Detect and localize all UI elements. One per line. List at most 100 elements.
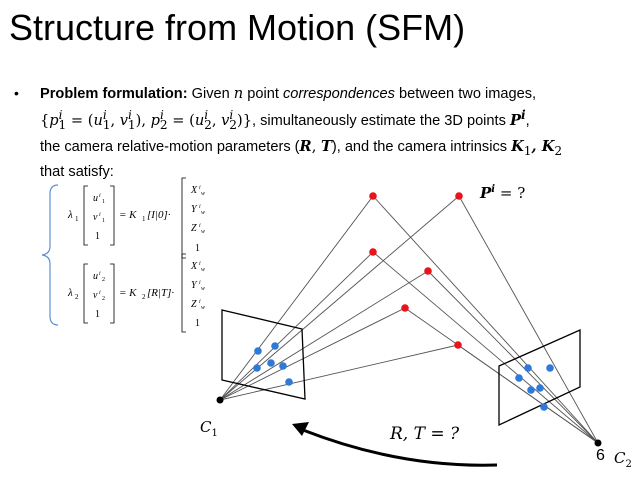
math-op: ,: [311, 137, 321, 155]
eq2-image-vector: [83, 263, 115, 324]
math-R: R: [299, 137, 312, 155]
ray-camera-2: [427, 270, 599, 444]
math-sup: i: [229, 108, 234, 122]
eq1-image-vector: [83, 185, 115, 246]
image-1-point: [271, 342, 279, 350]
ray-camera-1: [219, 251, 374, 401]
motion-label: R, T = ?: [390, 424, 460, 444]
ray-camera-1: [219, 270, 429, 401]
eq2-Z-sub: w: [201, 305, 205, 311]
eq1-one: 1: [95, 231, 100, 242]
text-line-3: the camera relative-motion parameters (R…: [40, 136, 632, 162]
camera-1-sub: 1: [211, 428, 218, 439]
image-2-point: [540, 403, 548, 411]
eq1-v-sub: 1: [102, 218, 105, 224]
ray-camera-2: [372, 195, 599, 444]
eq1-u-sup: i: [99, 193, 101, 199]
math-sup: i: [128, 108, 132, 122]
eq2-Z-sup: i: [199, 299, 201, 305]
eq2-Y: Y: [191, 280, 198, 291]
math-op: ,: [110, 111, 120, 129]
text-span: that satisfy:: [40, 163, 114, 180]
image-plane-1: [221, 309, 306, 400]
text-line-4: that satisfy:: [40, 162, 632, 183]
math-sub: 1: [523, 143, 532, 158]
projection-rays: [219, 195, 599, 444]
text-line-2: {pi1 = (ui1, vi1), pi2 = (ui2, vi2)}, si…: [40, 105, 632, 136]
math-sub: 1: [102, 117, 111, 132]
math-op: ): [237, 111, 243, 129]
math-sub: 2: [159, 117, 168, 132]
eq2-world-one: 1: [195, 318, 200, 329]
eq2-K-sub: 2: [142, 293, 146, 301]
eq1-X-sub: w: [201, 191, 205, 197]
eq2-u: u: [93, 271, 98, 282]
projection-equations: λ 1 u i 1 v i 1 1 = K 1 [I|0]· X i w Y i…: [41, 177, 205, 333]
camera-1-C: C: [200, 418, 212, 436]
eq2-Y-sup: i: [199, 280, 201, 286]
eq1-Y: Y: [191, 204, 198, 215]
image-1-point: [254, 347, 262, 355]
motion-arrowhead: [292, 422, 309, 436]
math-op: ),: [135, 111, 151, 129]
eq2-X: X: [190, 261, 198, 272]
eq1-X: X: [190, 185, 198, 196]
text-span: , simultaneously estimate the 3D points: [252, 112, 510, 129]
math-K2: K: [541, 137, 555, 155]
system-brace: [41, 184, 59, 326]
math-sub: 2: [204, 117, 212, 132]
eq1-u-sub: 1: [102, 199, 105, 205]
math-T: T: [320, 137, 332, 155]
ray-camera-1: [219, 344, 459, 401]
math-sup: i: [520, 108, 526, 122]
problem-formulation-label: Problem formulation:: [40, 86, 188, 102]
slide-title: Structure from Motion (SFM): [9, 7, 466, 48]
points-label-P: P: [480, 184, 492, 202]
math-sub: 2: [229, 117, 237, 132]
text-span: the camera relative-motion parameters (: [40, 138, 300, 155]
motion-arrow: [302, 428, 498, 467]
math-P: P: [509, 111, 521, 129]
ray-camera-2: [457, 344, 599, 444]
eq1-X-sup: i: [199, 185, 201, 191]
eq2-X-sub: w: [201, 267, 205, 273]
page-number: 6: [596, 447, 605, 464]
camera-center-1: [216, 396, 224, 404]
eq2-v: v: [93, 290, 98, 301]
camera-center-2: [594, 439, 602, 447]
math-op: ,: [531, 137, 542, 155]
eq1-Y-sub: w: [201, 210, 205, 216]
ray-camera-1: [219, 195, 374, 401]
eq2-Z: Z: [191, 299, 197, 310]
image-1-point: [253, 364, 261, 372]
eq2-Y-sub: w: [201, 286, 205, 292]
eq1-Z-sup: i: [199, 223, 201, 229]
camera-2-label: C2: [614, 449, 632, 470]
math-p1: p: [49, 111, 59, 129]
image-2-point: [527, 386, 535, 394]
image-2-point: [536, 384, 544, 392]
scene-point: [424, 267, 432, 275]
text-line-1: Problem formulation: Given n point corre…: [40, 83, 632, 105]
eq1-lambda-sub: 1: [75, 215, 79, 223]
ray-camera-1: [219, 307, 406, 401]
eq2-lambda-sub: 2: [75, 293, 79, 301]
math-sup: i: [159, 108, 164, 122]
image-1-point: [279, 362, 287, 370]
text-span: Given: [187, 86, 234, 102]
eq1-v: v: [93, 212, 98, 223]
eq2-u-sup: i: [99, 271, 101, 277]
eq1-world-vector: [181, 177, 186, 259]
math-v1: v: [119, 111, 129, 129]
math-sub: 1: [58, 117, 67, 132]
scene-point: [454, 341, 462, 349]
text-span: ), and the camera intrinsics: [331, 138, 512, 155]
eq2-K: = K: [119, 287, 137, 299]
text-span: between two images,: [394, 86, 537, 102]
image-plane-2: [498, 328, 581, 427]
eq2-X-sup: i: [199, 261, 201, 267]
image-projections: [253, 342, 554, 411]
camera-1-label: C1: [200, 418, 218, 439]
image-2-point: [524, 364, 532, 372]
